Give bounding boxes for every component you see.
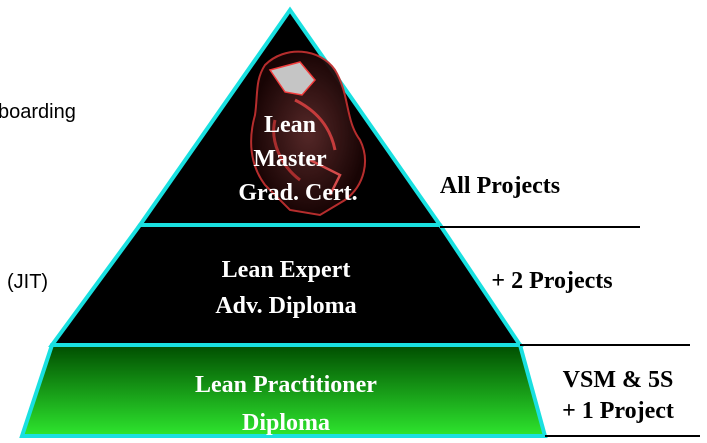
- left-label-jit: (JIT): [7, 271, 48, 293]
- tier-base-line-2: Diploma: [242, 410, 330, 436]
- tier-top-line-1: Lean: [264, 112, 316, 138]
- requirement-base-line-2: + 1 Project: [562, 398, 674, 424]
- tier-top-line-2: Master: [253, 146, 327, 172]
- tier-top-line-3: Grad. Cert.: [238, 180, 357, 206]
- figure-emblem: [250, 50, 366, 217]
- tier-middle-line-1: Lean Expert: [222, 257, 351, 283]
- tier-middle-shape: [48, 223, 524, 347]
- requirement-middle: + 2 Projects: [491, 268, 612, 294]
- tier-base-line-1: Lean Practitioner: [195, 372, 377, 398]
- tier-middle-line-2: Adv. Diploma: [215, 293, 356, 319]
- requirement-top: All Projects: [440, 173, 560, 199]
- left-label-boarding: boarding: [0, 101, 76, 123]
- requirement-base-line-1: VSM & 5S: [563, 367, 674, 393]
